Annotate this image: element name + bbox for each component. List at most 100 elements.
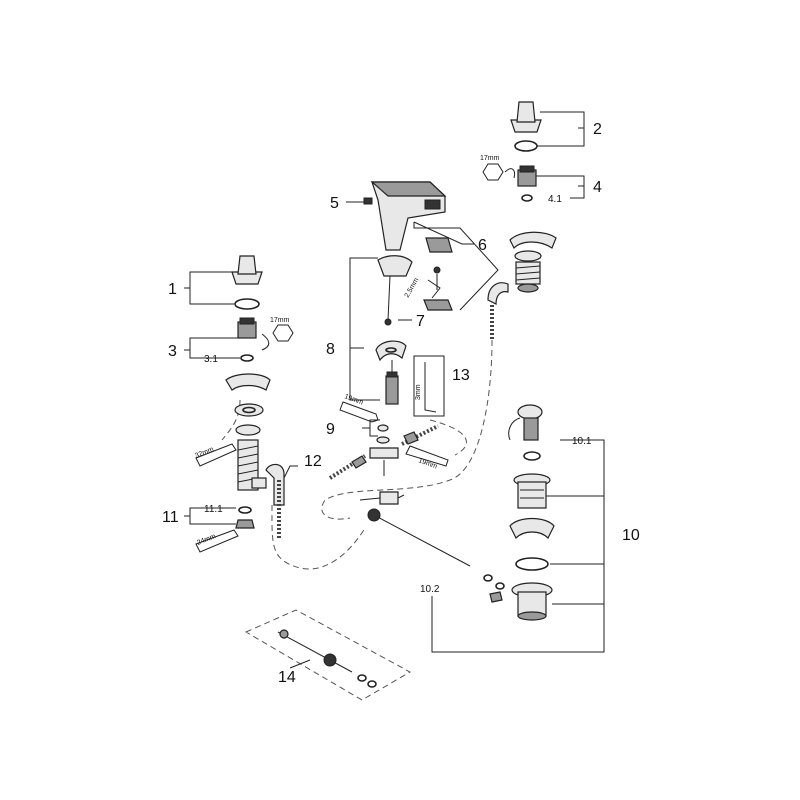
aerator-bracket-lines [413, 222, 499, 311]
spout-lift-rod-knob [363, 197, 373, 205]
callout-14: 14 [278, 669, 296, 686]
aerator-screw [433, 266, 441, 274]
drain-pivot-ring-2 [495, 582, 505, 590]
tee-right-nut [403, 431, 419, 445]
callout-9: 9 [326, 421, 335, 438]
left-washer-hole [242, 406, 256, 414]
callout-12: 12 [304, 453, 322, 470]
tee-fitting [369, 447, 399, 459]
allen-key-3mm [424, 362, 437, 413]
tool-label-3mm: 3mm [415, 384, 422, 400]
tool-label-17mm-left: 17mm [270, 317, 290, 324]
tools [195, 163, 515, 553]
left-bottom-nut [235, 519, 255, 529]
tee-right-hose [401, 424, 439, 446]
hex-17mm-left-arrow [261, 333, 270, 351]
left-cartridge-top [239, 317, 255, 325]
drain-bracket-clip [379, 491, 399, 505]
left-washer [234, 403, 264, 417]
sub-label-3-1: 3.1 [204, 354, 218, 365]
drain-assembly [367, 404, 555, 621]
sub-label-4-1: 4.1 [548, 194, 562, 205]
right-hose-elbow [487, 282, 509, 305]
aerator-part-upper [425, 237, 453, 253]
left-mounting-nut [235, 424, 261, 436]
tool-label-2-5mm: 2.5mm [404, 277, 421, 299]
popup-stopper-arrow [508, 417, 521, 441]
right-small-ring [521, 194, 533, 202]
wrench-32mm [195, 443, 237, 467]
callout-4: 4 [593, 179, 602, 196]
drain-bracket-lines [359, 494, 405, 501]
wrench-19mm-right [405, 445, 449, 467]
kit-14-ring-1 [357, 674, 367, 682]
drain-pivot-nut [489, 591, 503, 603]
callout-6: 6 [478, 237, 487, 254]
wrench-19mm-left [339, 401, 379, 423]
sub-labels: 3.1 4.1 10.1 10.2 11.1 [204, 194, 592, 595]
right-valve-base [517, 283, 539, 293]
spout-top-face [370, 181, 447, 197]
drain-lower-base [517, 611, 547, 621]
drain-gasket [509, 517, 555, 540]
left-o-ring [234, 298, 260, 310]
center-nut [376, 436, 390, 444]
left-elbow-fitting [265, 463, 285, 506]
callout-7: 7 [416, 313, 425, 330]
tee-left-hose [328, 454, 367, 480]
popup-stopper-cap [517, 404, 543, 420]
popup-stopper-stem [523, 417, 539, 441]
callout-8: 8 [326, 341, 335, 358]
drain-pivot-rod [371, 513, 471, 567]
kit-14 [244, 609, 412, 701]
kit-14-rod [277, 631, 353, 673]
drain-pivot-ball [367, 508, 381, 522]
left-valve-outlet [251, 477, 267, 489]
spout-bracket [375, 340, 407, 362]
drain-o-ring [515, 557, 549, 571]
callout-13: 13 [452, 367, 470, 384]
right-o-ring [514, 140, 538, 152]
drain-pivot-ring-1 [483, 574, 493, 582]
callout-1: 1 [168, 281, 177, 298]
left-handle-assembly [225, 255, 285, 540]
hex-17mm-right [482, 163, 504, 181]
allen-key-2-5mm [427, 279, 441, 299]
callout-11: 11 [162, 509, 179, 526]
callout-10: 10 [622, 527, 640, 544]
dashed-connection-lines [221, 339, 493, 570]
spout-threaded-stem [385, 375, 399, 405]
kit-14-ring-2 [367, 680, 377, 688]
center-connection [328, 424, 439, 505]
sub-label-11-1: 11.1 [204, 504, 223, 515]
left-escutcheon [225, 373, 271, 391]
left-bottom-ring [238, 506, 252, 514]
hex-17mm-right-arrow [504, 168, 515, 179]
callout-3: 3 [168, 343, 177, 360]
spout-stud-ring [384, 318, 392, 326]
kit-14-nut [279, 629, 289, 639]
allen-key-3mm-box [413, 355, 445, 417]
right-escutcheon [509, 231, 557, 250]
drain-body [517, 481, 547, 509]
left-thread-lines [237, 445, 259, 483]
right-handle-blade [516, 101, 536, 123]
right-thread-lines [515, 265, 541, 281]
right-cartridge-top [519, 165, 535, 173]
spout-bracket-hole [385, 347, 397, 353]
tee-left-nut [351, 455, 367, 469]
callout-5: 5 [330, 195, 339, 212]
sub-label-10-2: 10.2 [420, 584, 440, 595]
wrench-24mm [195, 529, 239, 553]
popup-small-ring [523, 451, 541, 461]
kit-14-ball [323, 653, 337, 667]
kit-14-box [244, 609, 412, 701]
right-nut [514, 250, 542, 262]
leader-lines [184, 111, 605, 669]
spout-aerator-panel [424, 199, 441, 210]
spout-stem-top [386, 371, 398, 378]
aerator-part-lower [423, 299, 453, 311]
callout-labels: 1 2 3 4 5 6 7 8 9 10 11 12 13 14 [162, 121, 640, 686]
